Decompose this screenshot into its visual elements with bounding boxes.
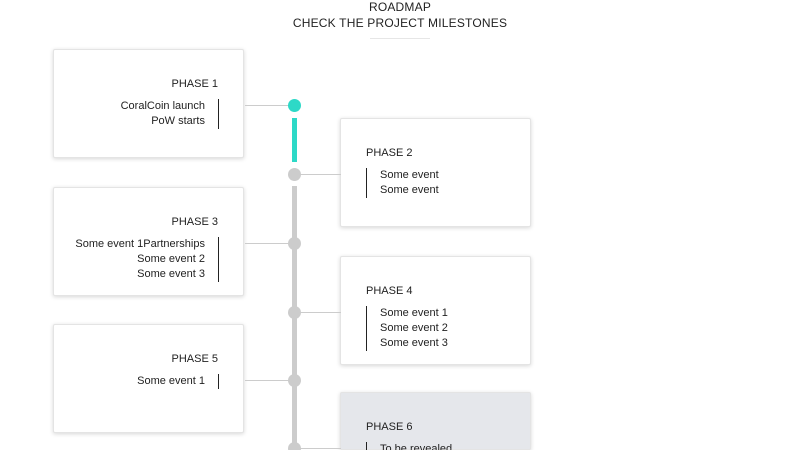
phase-event: Some event 3 xyxy=(137,268,205,280)
phase-events: Some event 1 Some event 2 Some event 3 xyxy=(366,306,448,351)
phase-event: Some event 1 xyxy=(380,307,448,319)
phase-card-6: PHASE 6 To be revealed xyxy=(340,392,531,450)
phase-label: PHASE 6 xyxy=(366,421,413,433)
header-divider xyxy=(370,38,430,39)
phase-event: Some event 2 xyxy=(137,253,205,265)
phase-card-1: PHASE 1 CoralCoin launch PoW starts xyxy=(53,49,244,158)
phase-card-5: PHASE 5 Some event 1 xyxy=(53,324,244,433)
phase-card-3: PHASE 3 Some event 1Partnerships Some ev… xyxy=(53,187,244,296)
phase-label: PHASE 2 xyxy=(366,147,413,159)
phase-connector-2 xyxy=(297,174,341,175)
phase-event: Some event xyxy=(380,169,439,181)
phase-event: To be revealed xyxy=(380,443,453,450)
phase-events: Some event 1Partnerships Some event 2 So… xyxy=(75,237,219,282)
phase-label: PHASE 4 xyxy=(366,285,413,297)
phase-events: Some event Some event xyxy=(366,168,439,198)
timeline-node-4 xyxy=(288,306,301,319)
phase-events: To be revealed xyxy=(366,442,452,450)
phase-event: Some event 1 xyxy=(137,375,205,387)
timeline-node-2 xyxy=(288,168,301,181)
phase-events: CoralCoin launch PoW starts xyxy=(121,99,219,129)
phase-event: Some event 2 xyxy=(380,322,448,334)
phase-event: Some event xyxy=(380,184,439,196)
phase-card-4: PHASE 4 Some event 1 Some event 2 Some e… xyxy=(340,256,531,365)
phase-event: Some event 3 xyxy=(380,337,448,349)
phase-label: PHASE 1 xyxy=(171,78,218,90)
timeline-track-active xyxy=(292,118,297,162)
phase-card-2: PHASE 2 Some event Some event xyxy=(340,118,531,227)
phase-connector-4 xyxy=(297,312,341,313)
roadmap-title: ROADMAP xyxy=(368,0,432,14)
phase-event: PoW starts xyxy=(151,115,205,127)
timeline-node-6 xyxy=(288,442,301,450)
phase-connector-6 xyxy=(297,448,341,449)
roadmap-subtitle: CHECK THE PROJECT MILESTONES xyxy=(292,16,508,30)
phase-label: PHASE 3 xyxy=(171,216,218,228)
phase-event: Some event 1Partnerships xyxy=(75,238,205,250)
timeline-node-1-active xyxy=(288,99,301,112)
phase-events: Some event 1 xyxy=(137,374,219,389)
timeline-node-3 xyxy=(288,237,301,250)
phase-label: PHASE 5 xyxy=(171,353,218,365)
phase-connector-3 xyxy=(245,243,293,244)
phase-event: CoralCoin launch xyxy=(120,100,205,112)
phase-connector-1 xyxy=(245,105,293,106)
timeline-node-5 xyxy=(288,374,301,387)
phase-connector-5 xyxy=(245,380,293,381)
